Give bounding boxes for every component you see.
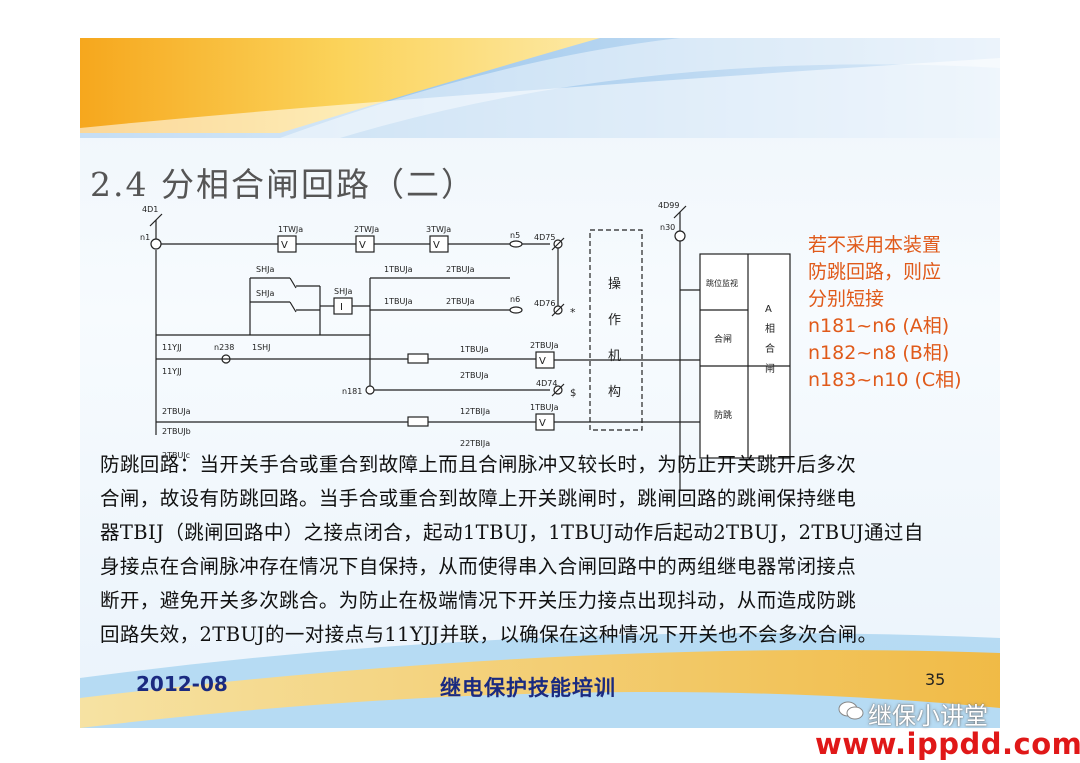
wechat-icon bbox=[838, 701, 864, 720]
note-line: n182~n8 (B相) bbox=[808, 342, 950, 364]
svg-text:4D99: 4D99 bbox=[658, 201, 679, 210]
label-4D1: 4D1 bbox=[142, 205, 158, 214]
relay-SHJa bbox=[333, 297, 353, 315]
svg-text:4D74: 4D74 bbox=[536, 379, 557, 388]
slide: 2.4 分相合闸回路（二） 4D1 n1 V 1TWJa V 2TWJa V 3… bbox=[80, 38, 1000, 728]
circuit-diagram: 4D1 n1 V 1TWJa V 2TWJa V 3TWJa n5 4D75 S… bbox=[140, 201, 791, 490]
paragraph-line: 身接点在合闸脉冲存在情况下自保持，从而使得串入合闸回路中的两组继电器常闭接点 bbox=[100, 555, 857, 578]
header-banner bbox=[80, 38, 1000, 138]
explanation-paragraph: 防跳回路：当开关手合或重合到故障上而且合闸脉冲又较长时，为防止开关跳开后多次 合… bbox=[100, 448, 980, 652]
relay-1TWJa bbox=[277, 235, 297, 253]
svg-text:SHJa: SHJa bbox=[334, 287, 352, 296]
svg-text:1TBUJa: 1TBUJa bbox=[530, 403, 559, 412]
svg-text:1TBUJa: 1TBUJa bbox=[460, 345, 489, 354]
svg-text:V: V bbox=[281, 240, 288, 251]
watermark-url: www.ippdd.com bbox=[815, 727, 1080, 761]
svg-text:n6: n6 bbox=[510, 295, 520, 304]
svg-text:V: V bbox=[539, 356, 546, 367]
svg-text:V: V bbox=[359, 240, 366, 251]
svg-text:3TWJa: 3TWJa bbox=[426, 225, 451, 234]
footer-swoosh bbox=[80, 633, 1000, 728]
svg-text:4D75: 4D75 bbox=[534, 233, 555, 242]
svg-text:n238: n238 bbox=[214, 343, 234, 352]
relay-3TWJa bbox=[429, 235, 449, 253]
footer-date: 2012-08 bbox=[136, 672, 228, 696]
svg-text:2TBUJa: 2TBUJa bbox=[446, 265, 475, 274]
svg-text:n181: n181 bbox=[342, 387, 362, 396]
svg-text:SHJa: SHJa bbox=[256, 289, 274, 298]
svg-text:2TBUJa: 2TBUJa bbox=[446, 297, 475, 306]
note-line: 若不采用本装置 bbox=[808, 234, 942, 256]
relay-2TWJa bbox=[355, 235, 375, 253]
svg-text:$: $ bbox=[570, 388, 576, 399]
svg-text:机: 机 bbox=[608, 349, 621, 364]
svg-text:4D76: 4D76 bbox=[534, 299, 555, 308]
svg-text:11YJJ: 11YJJ bbox=[162, 343, 182, 352]
slide-title: 2.4 分相合闸回路（二） bbox=[90, 165, 476, 204]
paragraph-line: 断开，避免开关多次跳合。为防止在极端情况下开关压力接点出现抖动，从而造成防跳 bbox=[100, 589, 857, 612]
svg-text:防跳: 防跳 bbox=[714, 409, 732, 421]
svg-text:SHJa: SHJa bbox=[256, 265, 274, 274]
svg-text:2TBUJa: 2TBUJa bbox=[530, 341, 559, 350]
svg-text:操: 操 bbox=[608, 276, 621, 292]
svg-text:2TBUJc: 2TBUJc bbox=[162, 451, 190, 460]
svg-text:作: 作 bbox=[608, 313, 621, 328]
svg-text:2TWJa: 2TWJa bbox=[354, 225, 379, 234]
svg-text:12TBIJa: 12TBIJa bbox=[460, 407, 490, 416]
svg-text:2TBUJb: 2TBUJb bbox=[162, 427, 191, 436]
svg-text:11YJJ: 11YJJ bbox=[162, 367, 182, 376]
svg-text:1SHJ: 1SHJ bbox=[252, 343, 271, 352]
paragraph-line: 防跳回路：当开关手合或重合到故障上而且合闸脉冲又较长时，为防止开关跳开后多次 bbox=[100, 453, 857, 476]
svg-text:2TBUJa: 2TBUJa bbox=[460, 371, 489, 380]
note-line: n183~n10 (C相) bbox=[808, 369, 962, 391]
svg-text:1TWJa: 1TWJa bbox=[278, 225, 303, 234]
shorting-note: 若不采用本装置 防跳回路，则应 分别短接 n181~n6 (A相) n182~n… bbox=[808, 232, 1000, 394]
svg-text:相: 相 bbox=[765, 322, 775, 335]
note-line: n181~n6 (A相) bbox=[808, 315, 950, 337]
svg-text:V: V bbox=[433, 240, 440, 251]
note-line: 防跳回路，则应 bbox=[808, 261, 942, 283]
svg-text:2TBUJa: 2TBUJa bbox=[162, 407, 191, 416]
paragraph-line: 器TBIJ（跳闸回路中）之接点闭合，起动1TBUJ，1TBUJ动作后起动2TBU… bbox=[100, 521, 924, 544]
operating-mechanism-box bbox=[589, 229, 643, 431]
svg-text:闸: 闸 bbox=[765, 362, 775, 375]
paragraph-line: 回路失效，2TBUJ的一对接点与11YJJ并联，以确保在这种情况下开关也不会多次… bbox=[100, 623, 878, 646]
footer-title: 继电保护技能培训 bbox=[440, 676, 616, 700]
paragraph-line: 合闸，故设有防跳回路。当手合或重合到故障上开关跳闸时，跳闸回路的跳闸保持继电 bbox=[100, 487, 857, 510]
svg-text:构: 构 bbox=[608, 385, 621, 400]
page-number: 35 bbox=[925, 670, 946, 689]
svg-text:n5: n5 bbox=[510, 231, 520, 240]
label-n1: n1 bbox=[140, 233, 150, 242]
svg-text:V: V bbox=[539, 418, 546, 429]
svg-text:A: A bbox=[765, 304, 772, 315]
svg-text:合闸: 合闸 bbox=[714, 333, 732, 345]
svg-text:n30: n30 bbox=[660, 223, 675, 232]
svg-text:22TBIJa: 22TBIJa bbox=[460, 439, 490, 448]
watermark-name: 继保小讲堂 bbox=[868, 702, 988, 730]
note-line: 分别短接 bbox=[808, 288, 885, 310]
svg-text:I: I bbox=[340, 302, 343, 313]
svg-text:合: 合 bbox=[765, 342, 775, 355]
svg-text:1TBUJa: 1TBUJa bbox=[384, 265, 413, 274]
svg-text:跳位监视: 跳位监视 bbox=[706, 278, 738, 288]
svg-text:1TBUJa: 1TBUJa bbox=[384, 297, 413, 306]
svg-text:*: * bbox=[570, 306, 576, 319]
